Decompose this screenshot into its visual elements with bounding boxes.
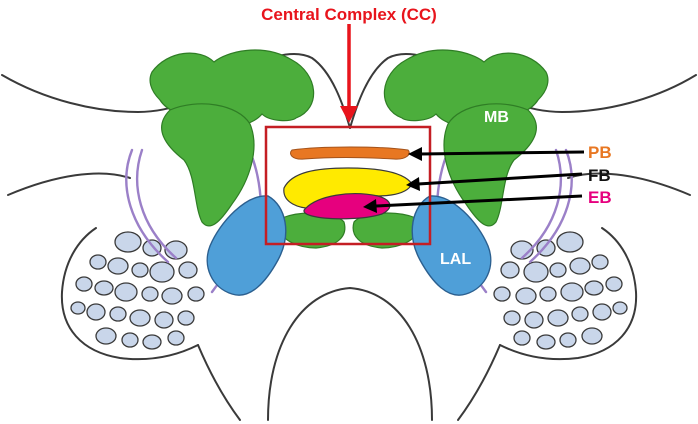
optic-lobe-left [70, 231, 205, 350]
mushroom-body-right [352, 49, 549, 249]
pointer-arrows [363, 147, 585, 213]
fb-label: FB [588, 166, 611, 185]
fb-arrow [417, 172, 583, 186]
pb-arrow [419, 150, 585, 156]
lateral-accessory-lobe-right [411, 195, 492, 296]
mushroom-body-left [149, 49, 346, 249]
eb-arrow-head [363, 199, 377, 213]
eb-arrow [375, 194, 583, 208]
optic-lobe-right [493, 231, 628, 350]
protocerebral-bridge [290, 146, 410, 160]
lal-label: LAL [440, 251, 471, 268]
title-arrow-head [340, 106, 358, 123]
fb-arrow-head [406, 177, 420, 191]
central-complex-box [264, 125, 432, 246]
pb-arrow-head [408, 147, 422, 161]
ellipsoid-body [303, 193, 391, 220]
eb-label: EB [588, 188, 612, 207]
title-label: Central Complex (CC) [261, 5, 437, 24]
brain-outline [1, 53, 697, 421]
pb-label: PB [588, 143, 612, 162]
mb-label: MB [484, 109, 509, 126]
